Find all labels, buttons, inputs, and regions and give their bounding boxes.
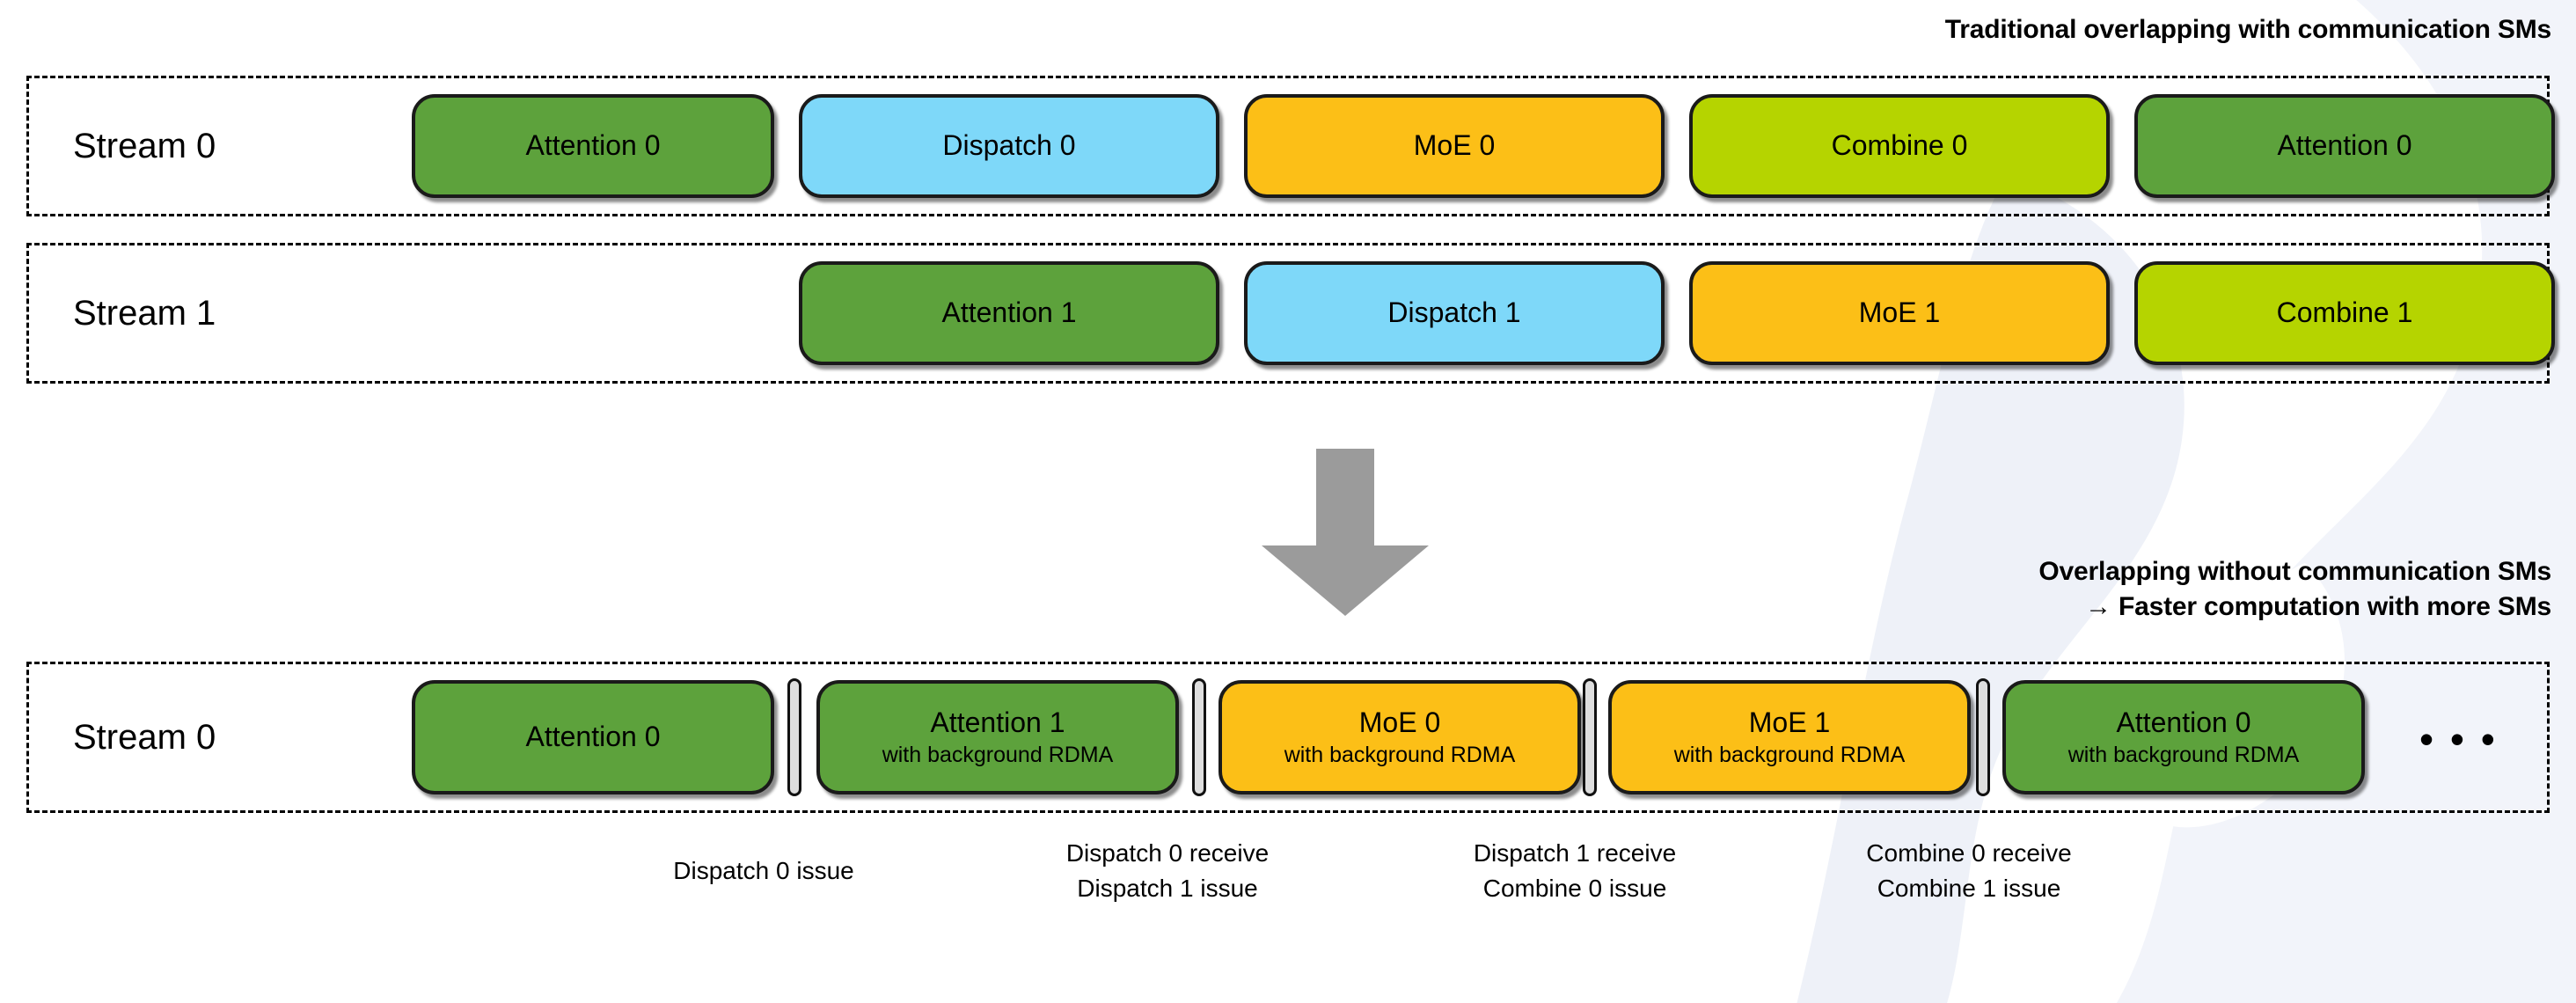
ellipsis-more-indicator: • • •	[2419, 716, 2498, 762]
stream-label-1: Stream 1	[73, 294, 216, 333]
task-box-label: Dispatch 0	[942, 129, 1076, 162]
task-box-label: Attention 0	[525, 721, 661, 753]
task-box-attention-1[interactable]: Attention 1	[799, 261, 1219, 365]
task-box-moe-0[interactable]: MoE 0	[1244, 94, 1665, 198]
task-box-dispatch-1[interactable]: Dispatch 1	[1244, 261, 1665, 365]
task-box-sublabel: with background RDMA	[1284, 742, 1516, 767]
task-box-sublabel: with background RDMA	[2067, 742, 2300, 767]
task-box-label: Attention 0	[2277, 129, 2412, 162]
annotation-dispatch-0-receive: Dispatch 0 receive Dispatch 1 issue	[1065, 839, 1270, 902]
task-box-label: Attention 0	[2116, 706, 2251, 738]
task-box-sublabel: with background RDMA	[1673, 742, 1906, 767]
stream-label-0-bottom: Stream 0	[73, 718, 216, 757]
stream-label-0-top: Stream 0	[73, 127, 216, 165]
down-arrow-icon	[1262, 449, 1429, 616]
task-box-combine-1[interactable]: Combine 1	[2134, 261, 2555, 365]
arrow-shaft	[1316, 449, 1374, 547]
task-box-sublabel: with background RDMA	[882, 742, 1114, 767]
stream-row-0-traditional: Stream 0 Attention 0 Dispatch 0 MoE 0 Co…	[26, 76, 2555, 216]
task-box-label: MoE 1	[1748, 706, 1831, 738]
task-box-label: Attention 1	[941, 297, 1077, 329]
stream-divider-2	[1192, 678, 1206, 796]
annotation-dispatch-1-receive: Dispatch 1 receive Combine 0 issue	[1473, 839, 1677, 902]
task-box-combine-0[interactable]: Combine 0	[1689, 94, 2110, 198]
caption-traditional-overlapping: Traditional overlapping with communicati…	[1944, 15, 2551, 44]
arrow-head	[1262, 545, 1429, 616]
task-box-attention-0-second[interactable]: Attention 0	[2134, 94, 2555, 198]
task-box-moe-1-opt[interactable]: MoE 1 with background RDMA	[1608, 680, 1971, 794]
annotation-combine-0-receive: Combine 0 receive Combine 1 issue	[1866, 839, 2072, 902]
timeline-track-1: Attention 1 Dispatch 1 MoE 1 Combine 1	[29, 245, 2555, 381]
task-box-label: MoE 0	[1358, 706, 1441, 738]
task-box-label: Combine 0	[1831, 129, 1968, 162]
stream-row-1-traditional: Stream 1 Attention 1 Dispatch 1 MoE 1 Co…	[26, 243, 2555, 384]
stream-row-0-optimized: Stream 0 Attention 0 Attention 1 with ba…	[26, 662, 2550, 813]
caption-overlapping-without-sms: Overlapping without communication SMs → …	[2038, 557, 2551, 621]
task-box-moe-1[interactable]: MoE 1	[1689, 261, 2110, 365]
task-box-label: Dispatch 1	[1387, 297, 1521, 329]
stream-divider-1	[787, 678, 801, 796]
task-box-attention-0[interactable]: Attention 0	[412, 94, 774, 198]
task-box-label: Attention 1	[930, 706, 1065, 738]
annotation-dispatch-0-issue: Dispatch 0 issue	[673, 857, 854, 884]
task-box-label: MoE 1	[1858, 297, 1941, 329]
task-box-label: MoE 0	[1413, 129, 1496, 162]
task-box-label: Attention 0	[525, 129, 661, 162]
task-box-attention-0-opt[interactable]: Attention 0	[412, 680, 774, 794]
task-box-dispatch-0[interactable]: Dispatch 0	[799, 94, 1219, 198]
stream-divider-3	[1583, 678, 1597, 796]
stream-divider-4	[1976, 678, 1990, 796]
task-box-attention-0-opt-second[interactable]: Attention 0 with background RDMA	[2002, 680, 2365, 794]
task-box-label: Combine 1	[2276, 297, 2413, 329]
timeline-track-0-top: Attention 0 Dispatch 0 MoE 0 Combine 0 A…	[29, 78, 2555, 214]
task-box-moe-0-opt[interactable]: MoE 0 with background RDMA	[1218, 680, 1581, 794]
timeline-track-0-bottom: Attention 0 Attention 1 with background …	[29, 664, 2547, 810]
task-box-attention-1-opt[interactable]: Attention 1 with background RDMA	[816, 680, 1179, 794]
